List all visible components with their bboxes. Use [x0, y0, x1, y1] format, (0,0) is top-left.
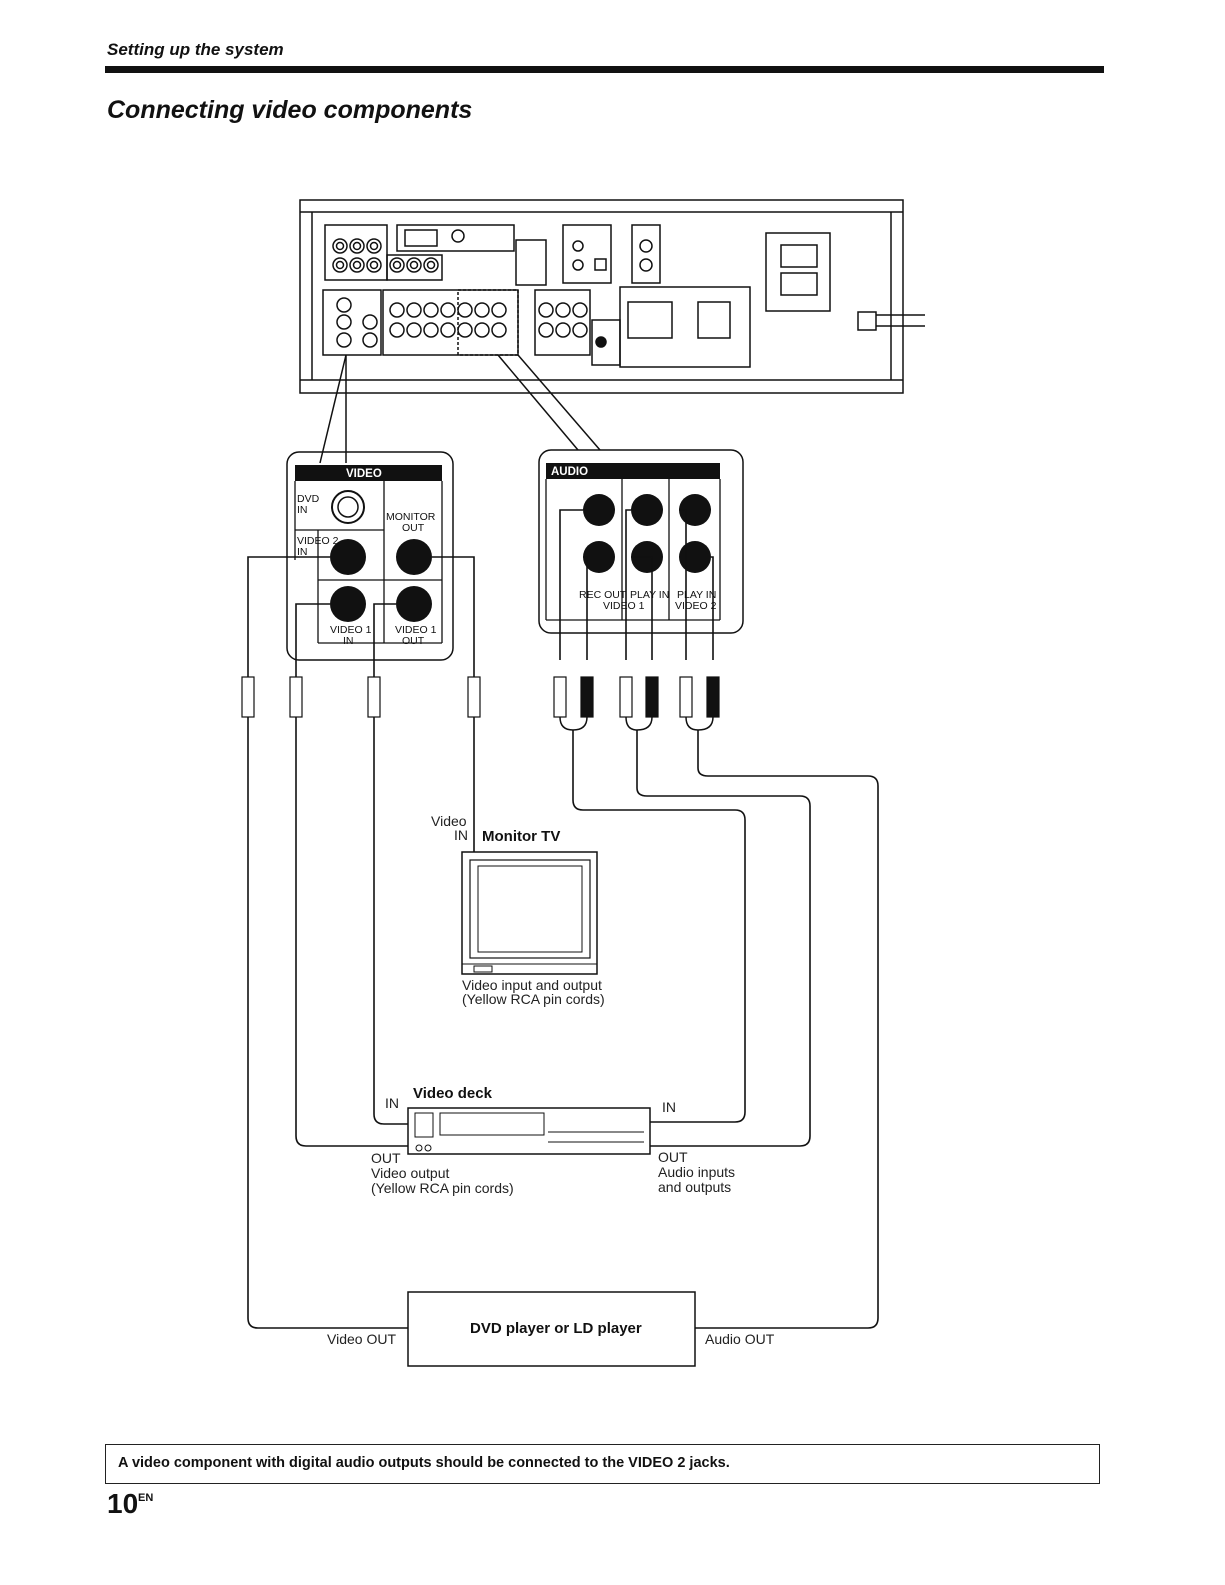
- dvd-player: DVD player or LD player Video OUT Audio …: [327, 1291, 775, 1367]
- cables: [247, 509, 879, 1329]
- deck-out-left-label: OUT: [371, 1150, 401, 1166]
- video-deck: Video deck IN IN OUT OUT Video output (Y…: [371, 1085, 735, 1196]
- deck-in-left-label: IN: [385, 1095, 399, 1111]
- video1-in-label-1: VIDEO 1: [330, 624, 372, 636]
- page-language: EN: [138, 1492, 154, 1504]
- video2-in-label-2: IN: [297, 546, 308, 558]
- audio-io-note-2: and outputs: [658, 1179, 731, 1195]
- deck-out-right-label: OUT: [658, 1149, 688, 1165]
- video1-in-label-2: IN: [343, 635, 354, 647]
- monitor-tv: Video IN Monitor TV Video input and outp…: [431, 813, 605, 1007]
- video1-out-label-1: VIDEO 1: [395, 624, 437, 636]
- audio-video2-label: VIDEO 2: [675, 600, 717, 612]
- player-audio-out-label: Audio OUT: [705, 1331, 775, 1347]
- tv-video-label: Video: [431, 813, 467, 829]
- player-video-out-label: Video OUT: [327, 1331, 396, 1347]
- video-deck-label: Video deck: [413, 1085, 493, 1102]
- header-rule: [105, 66, 1104, 73]
- monitor-out-label-1: MONITOR: [386, 511, 436, 523]
- monitor-out-label-2: OUT: [402, 522, 425, 534]
- page-number: 10: [107, 1488, 139, 1519]
- audio-panel: AUDIO REC OUT PLAY IN PLAY IN VIDEO 1 VI…: [538, 449, 744, 634]
- dvd-in-label-1: DVD: [297, 493, 320, 505]
- footer-note-box: A video component with digital audio out…: [105, 1444, 1100, 1484]
- audio-panel-title: AUDIO: [551, 466, 588, 478]
- video-cords-note-1: Video input and output: [462, 977, 602, 993]
- video1-out-label-2: OUT: [402, 635, 425, 647]
- video-panel-title: VIDEO: [346, 468, 382, 480]
- video-output-note-2: (Yellow RCA pin cords): [371, 1180, 514, 1196]
- section-title: Setting up the system: [107, 40, 284, 59]
- play-in-1-label: PLAY IN: [630, 589, 669, 601]
- video-output-note-1: Video output: [371, 1165, 449, 1181]
- rca-plugs: [241, 676, 720, 731]
- receiver-rear-panel: [299, 199, 925, 394]
- play-in-2-label: PLAY IN: [677, 589, 716, 601]
- page-heading: Connecting video components: [107, 96, 473, 124]
- video-cords-note-2: (Yellow RCA pin cords): [462, 991, 605, 1007]
- footer-note: A video component with digital audio out…: [118, 1455, 730, 1471]
- video-panel: VIDEO DVD IN MONITOR OUT VIDEO 2 IN VIDE…: [286, 451, 454, 661]
- deck-in-right-label: IN: [662, 1099, 676, 1115]
- audio-video1-label: VIDEO 1: [603, 600, 645, 612]
- dvd-player-label: DVD player or LD player: [470, 1320, 642, 1337]
- monitor-tv-label: Monitor TV: [482, 828, 560, 845]
- dvd-in-label-2: IN: [297, 504, 308, 516]
- video2-in-label-1: VIDEO 2: [297, 535, 339, 547]
- rec-out-label: REC OUT: [579, 589, 627, 601]
- audio-io-note-1: Audio inputs: [658, 1164, 735, 1180]
- tv-in-label: IN: [454, 827, 468, 843]
- zoom-lines: [319, 354, 601, 464]
